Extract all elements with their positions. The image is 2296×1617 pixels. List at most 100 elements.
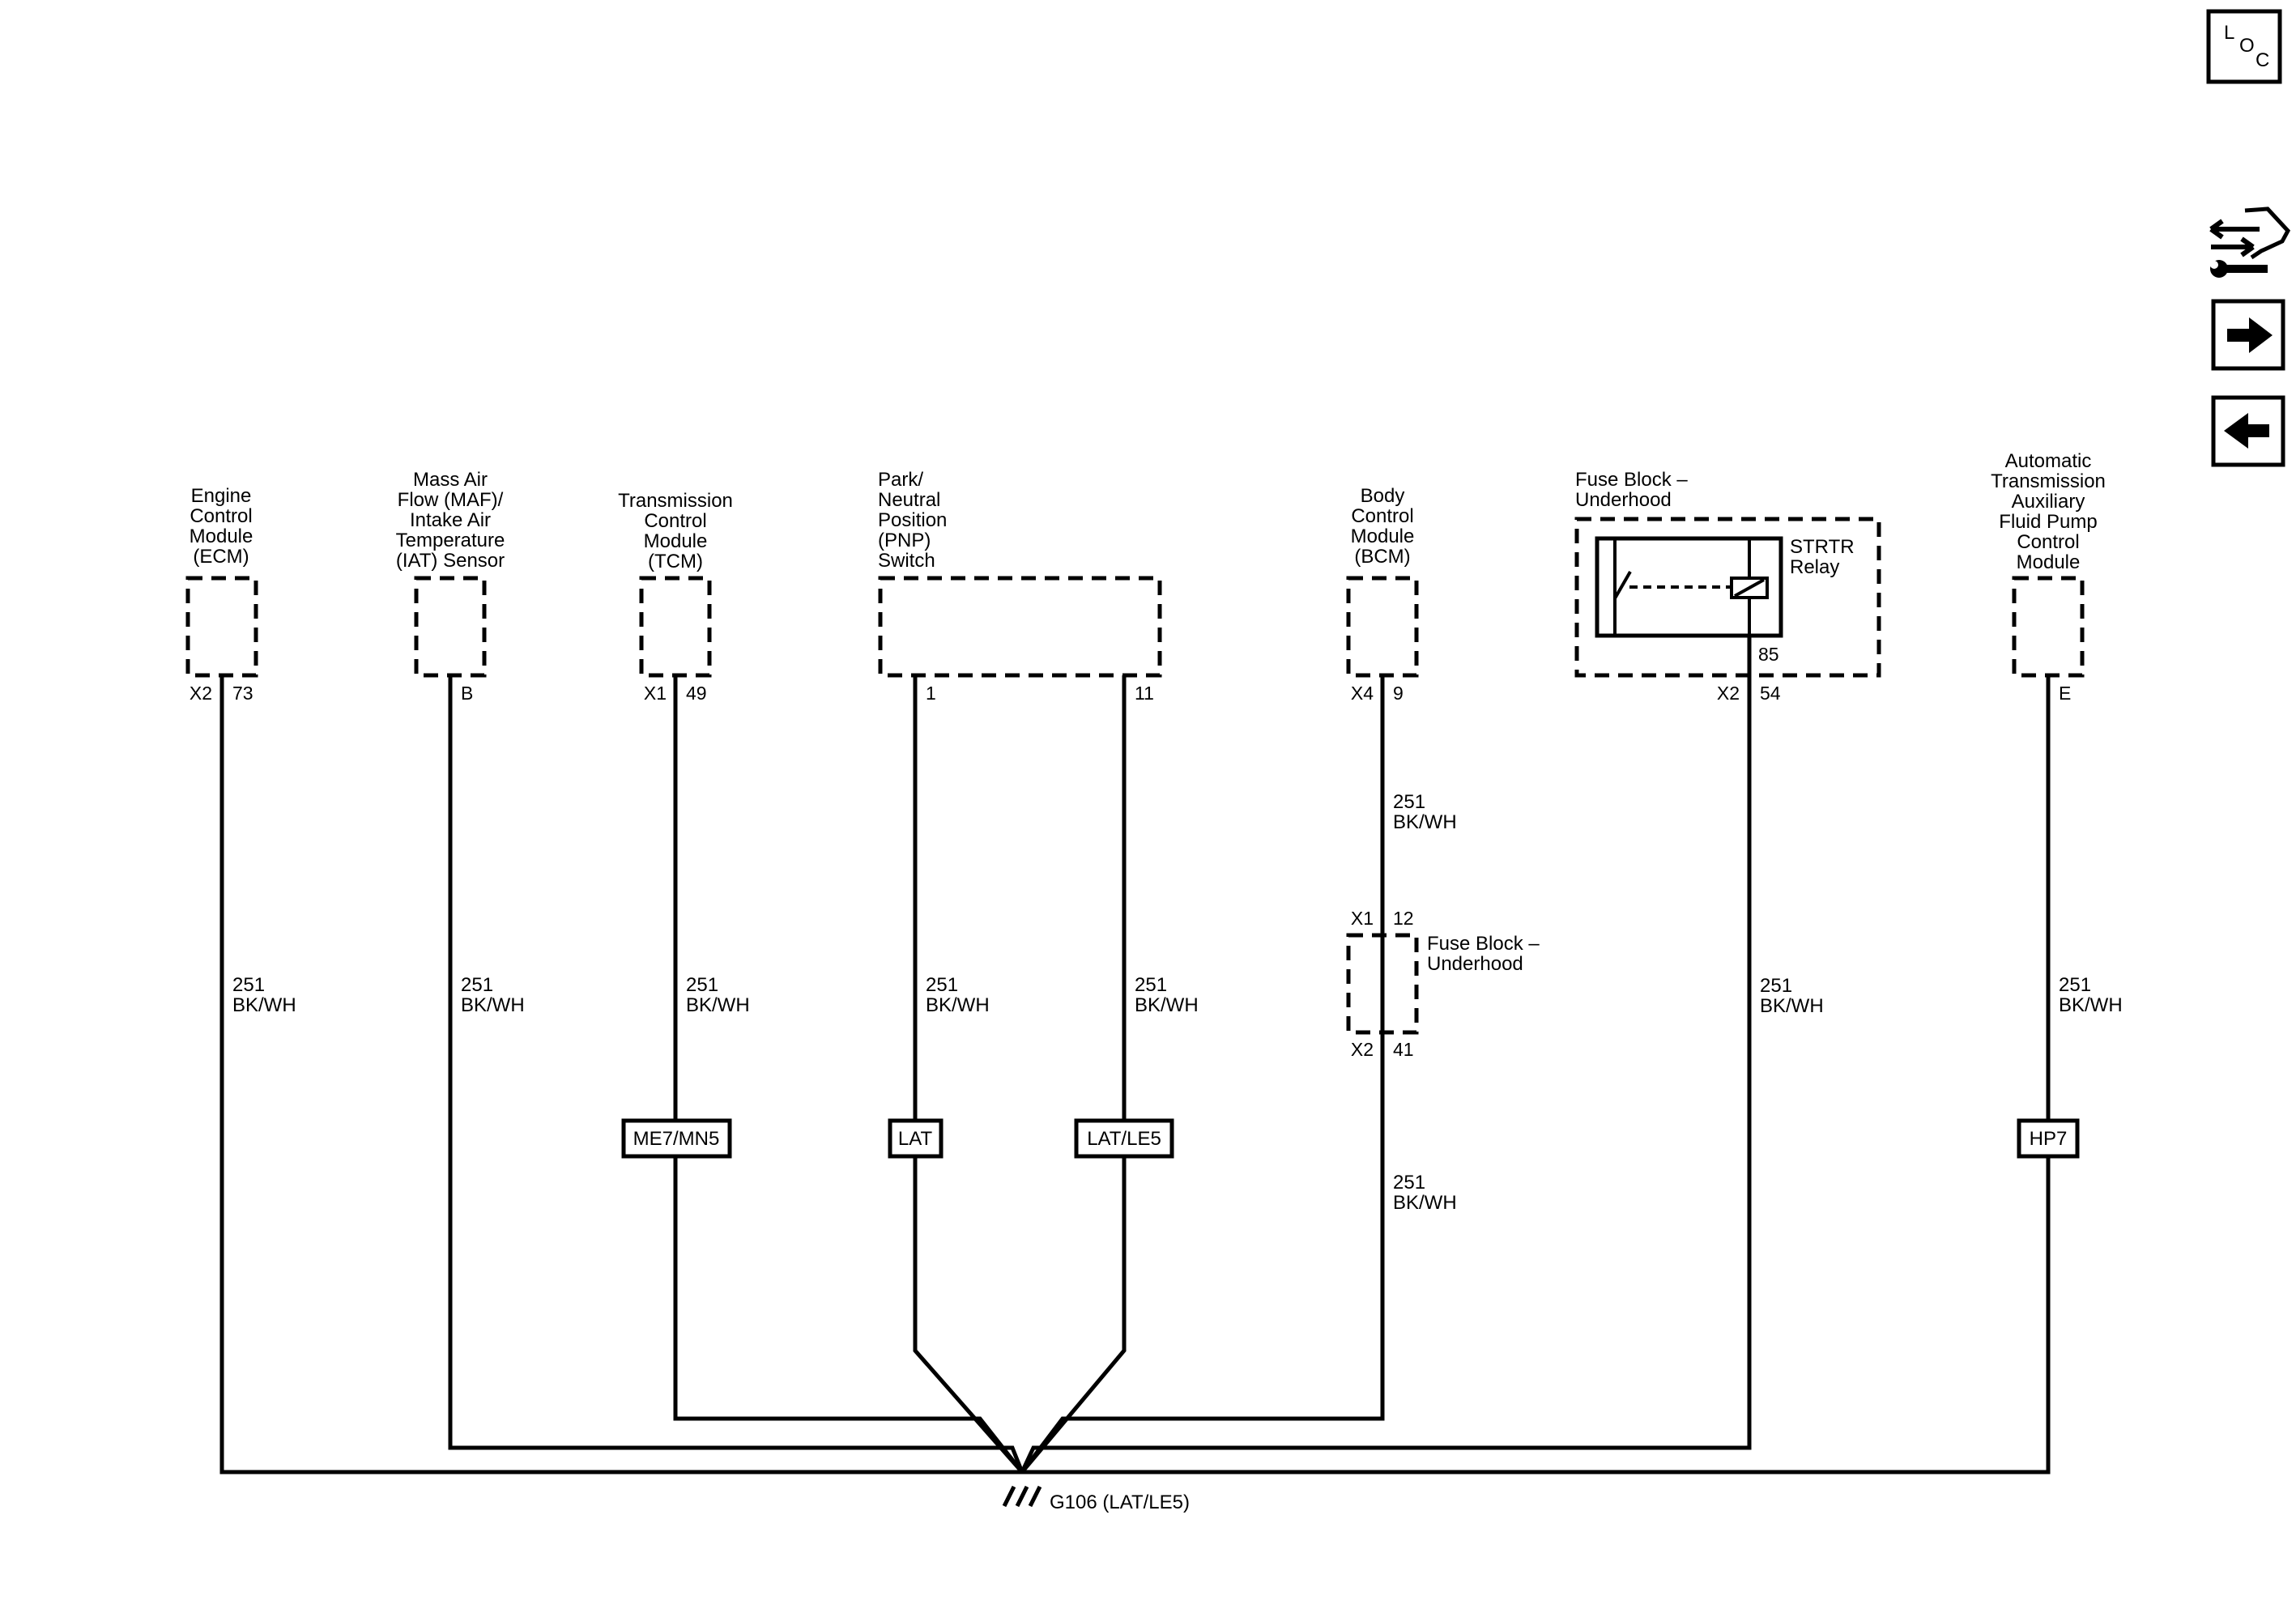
- loc-letter-l: L: [2224, 22, 2234, 44]
- svg-text:Temperature: Temperature: [396, 530, 505, 551]
- svg-text:251: 251: [926, 974, 958, 996]
- svg-text:251: 251: [1393, 1172, 1425, 1194]
- ecm-box: [185, 576, 258, 678]
- svg-text:(IAT) Sensor: (IAT) Sensor: [396, 550, 505, 572]
- wire-bcm: [1020, 675, 1385, 1474]
- svg-text:Underhood: Underhood: [1575, 489, 1672, 511]
- tcm-label: Transmission Control Module (TCM): [618, 490, 733, 572]
- wire-label-pnp-1: 251 BK/WH: [926, 974, 990, 1016]
- svg-text:BK/WH: BK/WH: [686, 994, 750, 1016]
- wire-label-maf: 251 BK/WH: [461, 974, 525, 1016]
- loc-letter-c: C: [2256, 49, 2269, 71]
- svg-text:Neutral: Neutral: [878, 489, 940, 511]
- ground-label: G106 (LAT/LE5): [1050, 1491, 1190, 1513]
- loc-icon[interactable]: L O C: [2206, 9, 2282, 84]
- fuse-block-top-label: Fuse Block – Underhood: [1575, 469, 1688, 511]
- svg-text:Mass Air: Mass Air: [413, 469, 488, 491]
- wire-ecm: [219, 675, 1022, 1474]
- option-tcm: ME7/MN5: [621, 1118, 732, 1159]
- svg-text:251: 251: [1135, 974, 1167, 996]
- wire-label-bcm-upper: 251 BK/WH: [1393, 791, 1457, 833]
- option-pnp-a: LAT: [888, 1118, 944, 1159]
- svg-text:251: 251: [461, 974, 493, 996]
- option-tcm-label: ME7/MN5: [633, 1128, 720, 1150]
- svg-text:BK/WH: BK/WH: [1760, 995, 1824, 1017]
- bcm-label: Body Control Module (BCM): [1351, 485, 1415, 568]
- wire-pnp-1: [913, 675, 1024, 1474]
- option-aux-label: HP7: [2030, 1128, 2068, 1150]
- ground-g106-icon: [1002, 1485, 1042, 1508]
- aux-pump-module-box: [2012, 576, 2085, 678]
- svg-text:Module: Module: [644, 530, 708, 552]
- aux-pump-pin: E: [2059, 683, 2071, 704]
- tcm-connector: X1: [644, 683, 667, 704]
- bcm-connector: X4: [1351, 683, 1374, 704]
- svg-text:251: 251: [232, 974, 265, 996]
- svg-text:Body: Body: [1361, 485, 1405, 507]
- svg-text:Switch: Switch: [878, 550, 935, 572]
- svg-text:Module: Module: [190, 526, 253, 547]
- svg-text:STRTR: STRTR: [1790, 536, 1855, 558]
- fuse-mid-top-pin: 12: [1393, 908, 1414, 929]
- bcm-box: [1346, 576, 1419, 678]
- svg-text:BK/WH: BK/WH: [2059, 994, 2123, 1016]
- svg-text:Control: Control: [2017, 531, 2079, 553]
- svg-text:Module: Module: [2017, 551, 2081, 573]
- maf-pin: B: [461, 683, 473, 704]
- svg-text:Fluid Pump: Fluid Pump: [1999, 511, 2097, 533]
- svg-text:Control: Control: [190, 505, 252, 527]
- wire-label-fuse-block: 251 BK/WH: [1760, 975, 1824, 1017]
- svg-text:Automatic: Automatic: [2005, 450, 2092, 472]
- svg-text:Intake Air: Intake Air: [410, 509, 491, 531]
- wire-label-bcm-lower: 251 BK/WH: [1393, 1172, 1457, 1214]
- component-tool-icon[interactable]: [2209, 206, 2291, 278]
- svg-text:Transmission: Transmission: [1991, 470, 2106, 492]
- svg-text:251: 251: [1393, 791, 1425, 813]
- arrow-left-icon[interactable]: [2211, 395, 2285, 467]
- wire-pnp-11: [1020, 675, 1127, 1474]
- pnp-switch-label: Park/ Neutral Position (PNP) Switch: [878, 469, 947, 572]
- svg-text:(TCM): (TCM): [648, 551, 703, 572]
- tcm-box: [639, 576, 712, 678]
- svg-text:Auxiliary: Auxiliary: [2012, 491, 2085, 513]
- bcm-pin: 9: [1393, 683, 1404, 704]
- svg-text:Position: Position: [878, 509, 947, 531]
- svg-text:Relay: Relay: [1790, 556, 1839, 578]
- pnp-switch-box: [878, 576, 1162, 678]
- wire-maf: [448, 675, 1024, 1473]
- arrow-right-icon[interactable]: [2211, 299, 2285, 371]
- pnp-pin-11: 11: [1135, 683, 1154, 704]
- loc-letter-o: O: [2239, 35, 2255, 57]
- wire-label-ecm: 251 BK/WH: [232, 974, 296, 1016]
- svg-text:Underhood: Underhood: [1427, 953, 1523, 975]
- svg-text:251: 251: [686, 974, 718, 996]
- svg-text:Control: Control: [1351, 505, 1413, 527]
- ecm-label: Engine Control Module (ECM): [190, 485, 253, 568]
- strtr-relay-label: STRTR Relay: [1790, 536, 1855, 578]
- svg-text:Flow (MAF)/: Flow (MAF)/: [398, 489, 504, 511]
- strtr-relay-symbol: [1595, 536, 1783, 638]
- option-pnp-b: LAT/LE5: [1074, 1118, 1174, 1159]
- ecm-connector: X2: [190, 683, 212, 704]
- svg-text:BK/WH: BK/WH: [461, 994, 525, 1016]
- wire-label-pnp-11: 251 BK/WH: [1135, 974, 1199, 1016]
- tcm-pin: 49: [686, 683, 707, 704]
- fuse-block-mid-label: Fuse Block – Underhood: [1427, 933, 1540, 975]
- pnp-pin-1: 1: [926, 683, 936, 704]
- svg-text:Module: Module: [1351, 526, 1415, 547]
- svg-text:Fuse Block –: Fuse Block –: [1575, 469, 1688, 491]
- fuse-block-underhood-box: [1574, 517, 1881, 678]
- svg-text:BK/WH: BK/WH: [232, 994, 296, 1016]
- fuse-mid-bottom-connector: X2: [1351, 1039, 1374, 1060]
- aux-pump-label: Automatic Transmission Auxiliary Fluid P…: [1991, 450, 2106, 573]
- svg-text:(ECM): (ECM): [193, 546, 249, 568]
- fuse-mid-top-connector: X1: [1351, 908, 1374, 929]
- wire-tcm: [673, 675, 1024, 1474]
- wire-fuse-block: [1020, 636, 1752, 1474]
- svg-text:Control: Control: [644, 510, 706, 532]
- svg-text:BK/WH: BK/WH: [1393, 1192, 1457, 1214]
- option-pnp-b-label: LAT/LE5: [1087, 1128, 1161, 1150]
- wire-label-tcm: 251 BK/WH: [686, 974, 750, 1016]
- wire-label-aux-pump: 251 BK/WH: [2059, 974, 2123, 1016]
- fuse-block-connector: X2: [1717, 683, 1740, 704]
